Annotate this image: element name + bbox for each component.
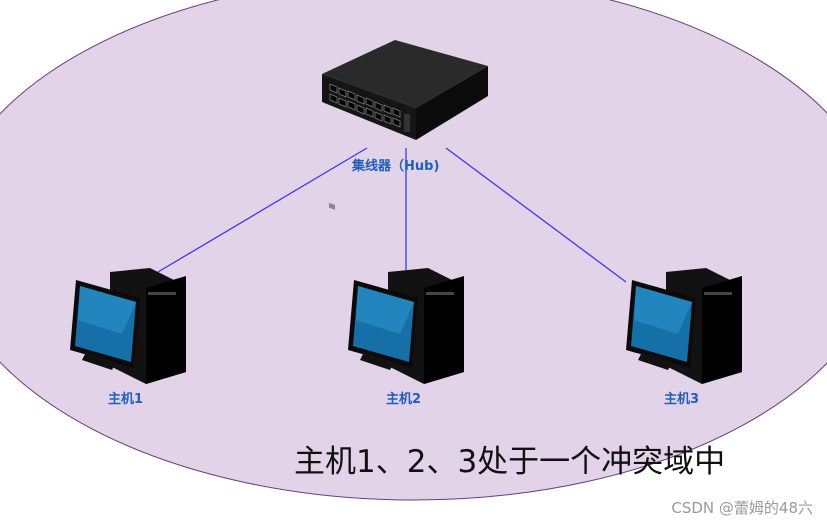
host2-label: 主机2 [386,392,422,407]
link-hub-host1 [157,147,368,273]
host2-computer-icon [348,268,464,384]
host1-computer-icon [70,268,186,384]
hub-icon [322,40,488,210]
source-watermark: CSDN @蕾姆的48六 [671,499,813,517]
host3-computer-icon [626,268,742,384]
collision-domain-ellipse [0,0,827,501]
hub-ports [329,83,401,128]
diagram-caption: 主机1、2、3处于一个冲突域中 [294,444,726,480]
link-hub-host3 [445,147,627,283]
host3-label: 主机3 [664,392,700,407]
host1-label: 主机1 [108,392,144,407]
hub-label: 集线器（Hub) [352,159,440,174]
